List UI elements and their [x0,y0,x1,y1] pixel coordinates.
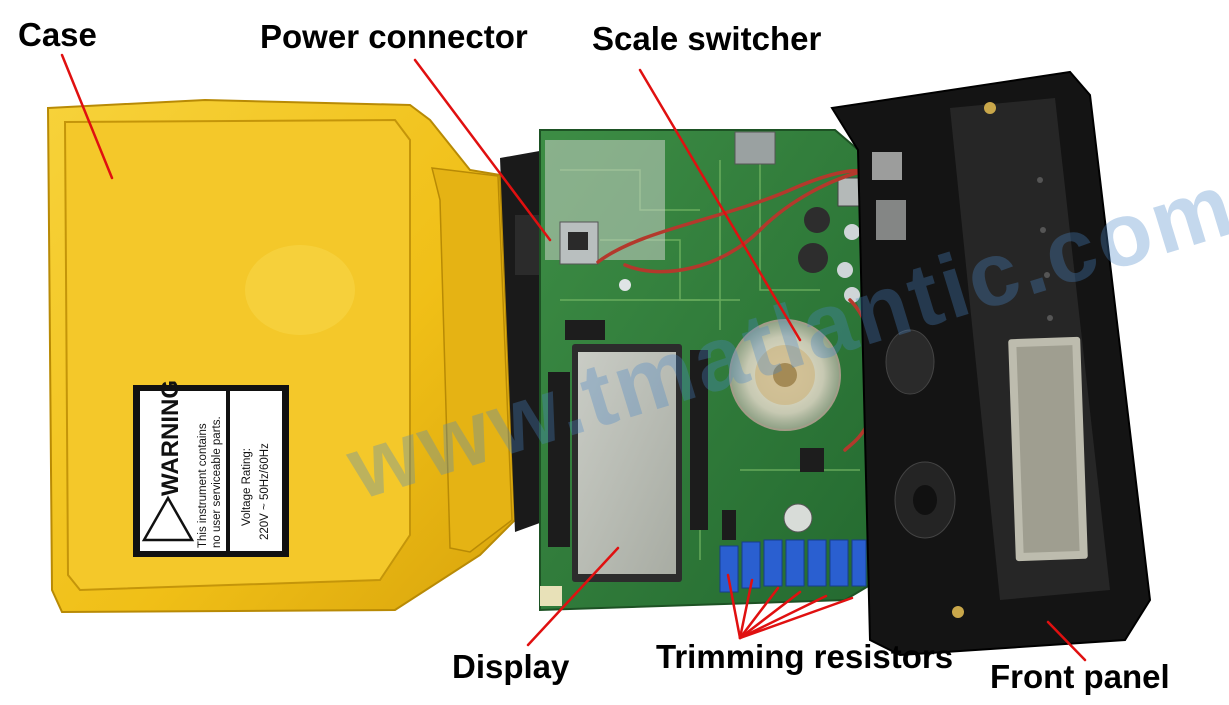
warning-line-1: This instrument contains [197,423,209,548]
label-power-connector: Power connector [260,18,528,55]
ic-chip [690,350,708,530]
leader-line-power [413,58,552,242]
voltage-rating-value: 220V ~ 50Hz/60Hz [259,443,271,540]
label-case: Case [18,16,97,53]
label-scale-switcher: Scale switcher [592,20,822,57]
leader-line-scale [638,68,802,342]
warning-sticker: WARNING This instrument contains no user… [133,380,289,557]
leader-line-trim-3 [738,586,780,640]
leader-line-trim-6 [738,596,854,640]
warning-line-2: no user serviceable parts. [211,416,223,548]
scale-switcher [729,319,841,431]
warning-triangle-icon [141,495,195,542]
label-front-panel: Front panel [990,658,1170,695]
label-trimming-resistors: Trimming resistors [656,638,954,675]
leader-line-trim-4 [738,590,802,640]
leader-line-display [526,546,620,647]
leader-line-trim-5 [738,594,828,640]
lcd-display [572,344,682,582]
label-display: Display [452,648,570,685]
front-panel [830,70,1152,657]
leader-line-front [1046,620,1087,662]
trimming-resistors [719,539,867,593]
leader-lines [60,53,1087,662]
leader-line-trim-2 [738,578,754,640]
leader-line-trim-1 [726,573,742,640]
leader-line-case [60,53,114,180]
warning-heading: WARNING [157,380,184,496]
voltage-regulator [734,131,776,165]
voltage-rating-label: Voltage Rating: [241,448,253,526]
